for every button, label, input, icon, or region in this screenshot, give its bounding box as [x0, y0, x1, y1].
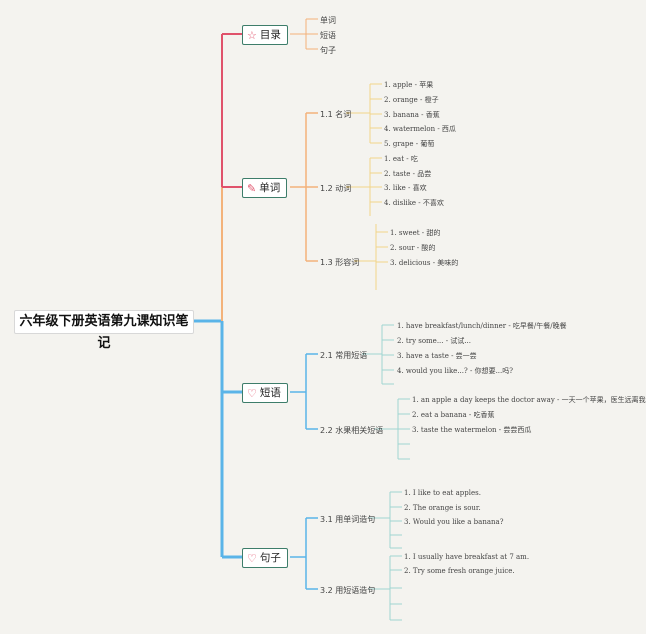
leaf-item[interactable]: 3. taste the watermelon - 尝尝西瓜 [412, 426, 532, 434]
leaf-item[interactable]: 1. apple - 苹果 [384, 81, 434, 89]
star-icon: ☆ [247, 28, 257, 42]
leaf-item[interactable]: 2. The orange is sour. [404, 504, 481, 512]
leaf-item[interactable]: 3. delicious - 美味的 [390, 259, 459, 267]
leaf-item[interactable]: 3. have a taste - 尝一尝 [397, 352, 477, 360]
leaf-item[interactable]: 1. sweet - 甜的 [390, 229, 441, 237]
branch-label: 短语 [259, 387, 281, 399]
root-topic[interactable]: 六年级下册英语第九课知识笔记 [14, 310, 194, 351]
pencil-icon: ✎ [247, 181, 257, 195]
group-label-nouns[interactable]: 1.1 名词 [320, 110, 352, 119]
branch-label: 单词 [259, 182, 281, 194]
leaf-item[interactable]: 4. would you like...? - 你想要...吗? [397, 367, 513, 375]
contents-item[interactable]: 句子 [320, 46, 336, 55]
branch-contents[interactable]: ☆ 目录 [242, 25, 288, 45]
leaf-item[interactable]: 1. an apple a day keeps the doctor away … [412, 396, 646, 404]
leaf-item[interactable]: 2. try some... - 试试... [397, 337, 471, 345]
group-label-verbs[interactable]: 1.2 动词 [320, 184, 352, 193]
group-label-phrase-sentences[interactable]: 3.2 用短语造句 [320, 586, 376, 595]
branch-label: 句子 [259, 552, 281, 564]
leaf-item[interactable]: 3. Would you like a banana? [404, 518, 504, 526]
leaf-item[interactable]: 4. watermelon - 西瓜 [384, 125, 456, 133]
group-label-common-phrases[interactable]: 2.1 常用短语 [320, 351, 368, 360]
group-label-word-sentences[interactable]: 3.1 用单词造句 [320, 515, 376, 524]
branch-label: 目录 [259, 29, 281, 41]
leaf-item[interactable]: 3. like - 喜欢 [384, 184, 427, 192]
leaf-item[interactable]: 2. Try some fresh orange juice. [404, 567, 515, 575]
leaf-item[interactable]: 1. I usually have breakfast at 7 am. [404, 553, 530, 561]
contents-item[interactable]: 短语 [320, 31, 336, 40]
group-label-adjectives[interactable]: 1.3 形容词 [320, 258, 360, 267]
leaf-item[interactable]: 1. have breakfast/lunch/dinner - 吃早餐/午餐/… [397, 322, 567, 330]
heart-icon: ♡ [247, 386, 257, 400]
leaf-item[interactable]: 2. orange - 橙子 [384, 96, 439, 104]
leaf-item[interactable]: 4. dislike - 不喜欢 [384, 199, 444, 207]
branch-sentences[interactable]: ♡ 句子 [242, 548, 288, 568]
leaf-item[interactable]: 5. grape - 葡萄 [384, 140, 435, 148]
leaf-item[interactable]: 2. sour - 酸的 [390, 244, 436, 252]
leaf-item[interactable]: 3. banana - 香蕉 [384, 111, 440, 119]
heart-icon: ♡ [247, 551, 257, 565]
leaf-item[interactable]: 2. eat a banana - 吃香蕉 [412, 411, 495, 419]
leaf-item[interactable]: 1. eat - 吃 [384, 155, 418, 163]
leaf-item[interactable]: 1. I like to eat apples. [404, 489, 481, 497]
group-label-fruit-phrases[interactable]: 2.2 水果相关短语 [320, 426, 384, 435]
leaf-item[interactable]: 2. taste - 品尝 [384, 170, 432, 178]
contents-item[interactable]: 单词 [320, 16, 336, 25]
branch-phrases[interactable]: ♡ 短语 [242, 383, 288, 403]
branch-vocabulary[interactable]: ✎ 单词 [242, 178, 288, 198]
